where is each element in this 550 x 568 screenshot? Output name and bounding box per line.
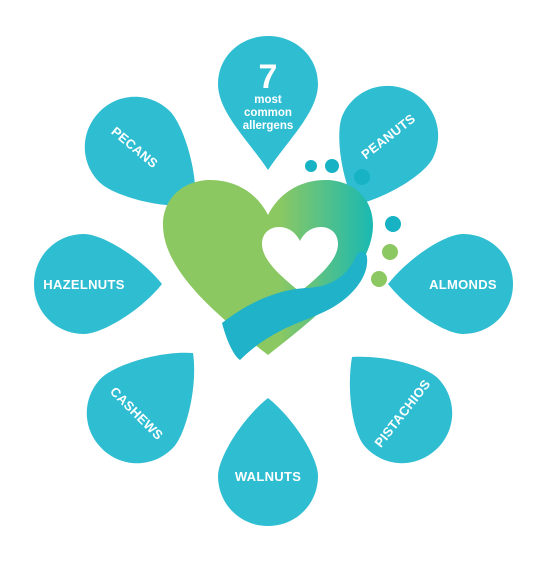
petal-almonds: ALMONDS [388, 234, 513, 334]
decor-dot-3 [354, 169, 370, 185]
petal-hazelnuts-shape [34, 234, 162, 334]
petal-hazelnuts-label: HAZELNUTS [43, 277, 124, 292]
decor-dot-1 [305, 160, 317, 172]
petal-pistachios: PISTACHIOS [349, 356, 453, 464]
decor-dot-4 [385, 216, 401, 232]
petal-cashews: CASHEWS [86, 352, 195, 464]
petal-cashews-shape [86, 352, 195, 464]
petal-almonds-shape [388, 234, 513, 334]
petal-peanuts: PEANUTS [339, 85, 439, 205]
petal-pistachios-shape [349, 356, 453, 464]
petal-walnuts-label: WALNUTS [235, 469, 301, 484]
petal-walnuts: WALNUTS [218, 398, 318, 526]
petal-pecans: PECANS [84, 96, 196, 206]
center-caption-line-2: common [244, 107, 292, 119]
center-caption-line-1: most [254, 94, 282, 106]
decor-dot-5 [382, 244, 398, 260]
petal-hazelnuts: HAZELNUTS [34, 234, 162, 334]
allergen-count: 7 [259, 58, 278, 96]
center-caption-line-3: allergens [243, 120, 294, 132]
center-petal-shape [218, 36, 318, 170]
decor-dot-6 [371, 271, 387, 287]
petal-almonds-label: ALMONDS [429, 277, 497, 292]
hand-icon [222, 251, 368, 360]
center-petal: 7 most common allergens [218, 36, 318, 170]
allergen-petals: PEANUTS ALMONDS PISTACHIOS WALNUTS CASHE… [34, 85, 513, 526]
decor-dot-2 [325, 159, 339, 173]
petal-pecans-shape [84, 96, 196, 206]
heart-hand-logo [163, 159, 401, 360]
petal-walnuts-shape [218, 398, 318, 526]
inner-heart-icon [262, 227, 338, 292]
